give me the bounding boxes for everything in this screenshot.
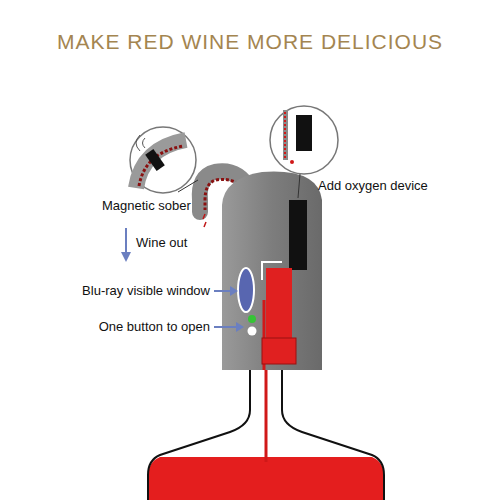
- indicator-led: [248, 315, 256, 323]
- inset-magnet: [130, 127, 196, 193]
- inset-spout: [136, 140, 186, 188]
- wine: [148, 457, 384, 500]
- arrowhead: [121, 252, 131, 262]
- leader-magnet: [178, 180, 198, 192]
- aerator-body: [222, 172, 322, 370]
- bottle-left: [148, 368, 250, 500]
- button: [248, 327, 257, 336]
- oxygen-device: [266, 268, 292, 338]
- magnet-waves: [136, 135, 145, 151]
- inset-tube: [284, 112, 286, 158]
- inset-dot: [290, 160, 294, 164]
- callout-label: One button to open: [99, 319, 210, 334]
- arrowhead: [236, 322, 244, 332]
- wine-drops: [203, 214, 206, 227]
- callout-label: Blu-ray visible window: [82, 283, 210, 298]
- arrow-window: [214, 290, 232, 292]
- arrow-button: [214, 326, 238, 328]
- battery-block: [262, 338, 296, 364]
- blu-ray-window: [238, 268, 254, 312]
- leader-oxygen: [298, 174, 300, 198]
- inset-pump: [296, 115, 312, 151]
- suction-tube: [265, 368, 268, 462]
- pump-block: [289, 200, 307, 270]
- callout-label: Add oxygen device: [318, 178, 428, 193]
- inset-wall: [283, 110, 288, 160]
- inset-oxygen: [270, 106, 338, 174]
- inset-tube: [139, 146, 184, 186]
- bottle-right: [282, 368, 384, 500]
- callout-label: Magnetic sober: [102, 198, 191, 213]
- magnet: [145, 149, 165, 171]
- callout-label: Wine out: [136, 235, 187, 250]
- arrowhead: [230, 286, 238, 296]
- title: MAKE RED WINE MORE DELICIOUS: [57, 30, 443, 54]
